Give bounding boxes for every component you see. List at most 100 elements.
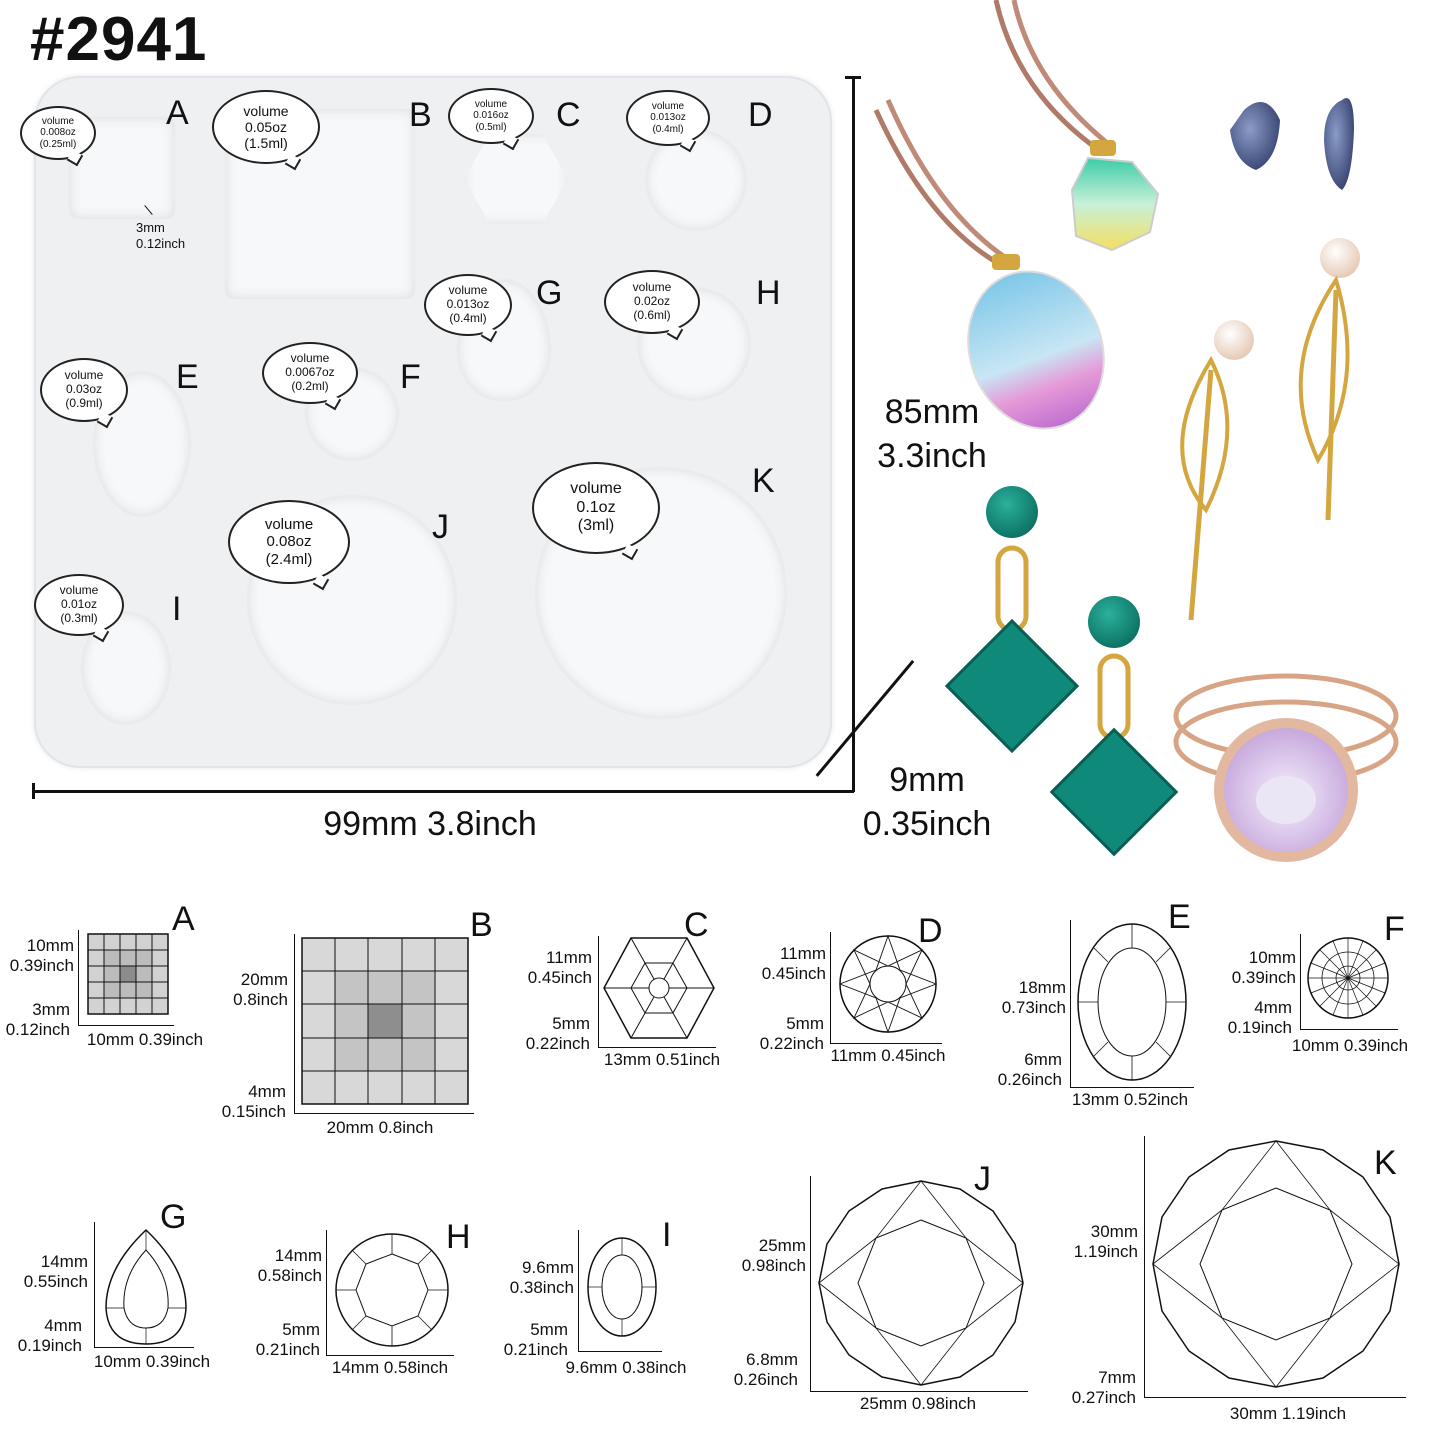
diagram-e-width: 13mm 0.52inch	[1071, 1090, 1189, 1109]
tray-width-label: 99mm 3.8inch	[323, 805, 537, 843]
diagram-b-vline	[294, 934, 295, 1114]
volume-oz: 0.01oz	[60, 597, 98, 612]
volume-oz: 0.013oz	[650, 112, 686, 124]
diagram-k-hline	[1144, 1397, 1406, 1398]
diagram-i-width: 9.6mm 0.38inch	[565, 1358, 687, 1377]
tray-letter-b: B	[409, 96, 432, 134]
diagram-j-shape	[818, 1180, 1024, 1386]
tray-letter-c: C	[556, 96, 581, 134]
diagram-d-d-in: 0.22inch	[759, 1033, 824, 1053]
diagram-a-hline	[78, 1025, 174, 1026]
diagram-k-d-in: 0.27inch	[1071, 1387, 1136, 1407]
cavity-c	[464, 134, 568, 224]
diagram-e-shape	[1077, 923, 1187, 1081]
jewelry-photo-area	[873, 0, 1399, 862]
diagram-b-d-in: 0.15inch	[221, 1101, 286, 1121]
tray-letter-e: E	[176, 358, 199, 396]
diagram-i-height: 9.6mm 0.38inch	[476, 1258, 574, 1297]
diagram-j-width: 25mm 0.98inch	[859, 1394, 977, 1413]
diagram-g-shape	[105, 1228, 187, 1345]
diagram-c-d-mm: 5mm	[552, 1014, 590, 1033]
volume-bubble-h: volume 0.02oz (0.6ml)	[604, 270, 700, 334]
diagram-a-h-mm: 10mm	[26, 936, 74, 955]
volume-bubble-d: volume 0.013oz (0.4ml)	[626, 90, 710, 146]
diagram-b-d-mm: 4mm	[248, 1082, 286, 1101]
volume-ml: (0.6ml)	[633, 307, 671, 322]
diagram-e-depth: 6mm 0.26inch	[970, 1050, 1062, 1089]
volume-bubble-i: volume 0.01oz (0.3ml)	[34, 574, 124, 636]
diagram-b-hline	[294, 1113, 474, 1114]
diagram-d-height: 11mm 0.45inch	[736, 944, 826, 983]
volume-ml: (0.4ml)	[652, 123, 684, 135]
volume-oz: 0.05oz	[244, 118, 288, 135]
diagram-e-height: 18mm 0.73inch	[970, 978, 1066, 1017]
diagram-d-letter: D	[918, 912, 943, 950]
volume-bubble-j: volume 0.08oz (2.4ml)	[228, 500, 350, 584]
diagram-c-vline	[598, 936, 599, 1048]
diagram-b-shape	[301, 937, 469, 1105]
diagram-a-d-in: 0.12inch	[5, 1019, 70, 1039]
cavity-d	[646, 130, 746, 230]
diagram-g-h-mm: 14mm	[40, 1252, 88, 1271]
diagram-c-height: 11mm 0.45inch	[500, 948, 592, 987]
diagram-j-vline	[810, 1176, 811, 1392]
diagram-k-width: 30mm 1.19inch	[1229, 1404, 1347, 1423]
diagram-f-vline	[1300, 934, 1301, 1030]
diagram-f-h-mm: 10mm	[1248, 948, 1296, 967]
volume-label: volume	[651, 100, 685, 112]
volume-label: volume	[290, 351, 330, 366]
diagram-d-d-mm: 5mm	[786, 1014, 824, 1033]
diagram-c-h-in: 0.45inch	[527, 967, 592, 987]
volume-ml: (0.9ml)	[65, 395, 103, 410]
diagram-h-hline	[326, 1355, 454, 1356]
diagram-d-depth: 5mm 0.22inch	[736, 1014, 824, 1053]
volume-bubble-e: volume 0.03oz (0.9ml)	[40, 358, 128, 422]
diagram-b-h-in: 0.8inch	[233, 989, 288, 1009]
diagram-d-width: 11mm 0.45inch	[830, 1046, 946, 1065]
tray-height-in: 3.3inch	[877, 437, 987, 476]
tray-width-line	[32, 790, 854, 793]
volume-ml: (2.4ml)	[265, 550, 313, 568]
volume-ml: (1.5ml)	[244, 135, 288, 152]
diagram-c-h-mm: 11mm	[546, 948, 592, 967]
diagram-c-depth: 5mm 0.22inch	[500, 1014, 590, 1053]
diagram-f-height: 10mm 0.39inch	[1210, 948, 1296, 987]
diagram-f-hline	[1300, 1029, 1398, 1030]
diagram-a-depth: 3mm 0.12inch	[0, 1000, 70, 1039]
diagram-i-letter: I	[662, 1216, 672, 1254]
diagram-d-shape	[838, 934, 938, 1034]
diagram-f-shape	[1307, 937, 1389, 1019]
volume-bubble-a: volume 0.008oz (0.25ml)	[20, 106, 96, 160]
tray-letter-g: G	[536, 274, 563, 312]
diagram-a-d-mm: 3mm	[32, 1000, 70, 1019]
diagram-k-h-mm: 30mm	[1090, 1222, 1138, 1241]
tray-depth-mm: 9mm	[889, 761, 965, 799]
diagram-j-h-in: 0.98inch	[741, 1255, 806, 1275]
diagram-g-depth: 4mm 0.19inch	[0, 1316, 82, 1355]
tray-depth-label: 9mm 0.35inch	[852, 758, 1002, 846]
tray-width-tick-left	[32, 783, 35, 799]
diagram-i-d-in: 0.21inch	[503, 1339, 568, 1359]
diagram-g-vline	[94, 1222, 95, 1348]
diagram-j-d-in: 0.26inch	[733, 1369, 798, 1389]
diagram-d-h-in: 0.45inch	[761, 963, 826, 983]
volume-bubble-g: volume 0.013oz (0.4ml)	[424, 274, 512, 336]
volume-ml: (0.3ml)	[60, 610, 98, 625]
diagram-e-d-in: 0.26inch	[997, 1069, 1062, 1089]
diagram-c-shape	[603, 937, 715, 1039]
diagram-d-h-mm: 11mm	[780, 944, 826, 963]
tray-letter-i: I	[172, 590, 182, 628]
tray-depth-in: 0.35inch	[862, 805, 992, 844]
diagram-k-shape	[1152, 1140, 1400, 1388]
volume-oz: 0.08oz	[266, 533, 312, 551]
volume-label: volume	[632, 280, 672, 295]
tray-letter-h: H	[756, 274, 781, 312]
diagram-k-letter: K	[1374, 1144, 1397, 1182]
volume-bubble-c: volume 0.016oz (0.5ml)	[448, 88, 534, 144]
volume-bubble-k: volume 0.1oz (3ml)	[532, 462, 660, 554]
tray-height-mm: 85mm	[884, 393, 980, 431]
diagram-i-h-in: 0.38inch	[509, 1277, 574, 1297]
diagram-j-depth: 6.8mm 0.26inch	[710, 1350, 798, 1389]
diagram-h-h-mm: 14mm	[274, 1246, 322, 1265]
tray-letter-f: F	[400, 358, 421, 396]
